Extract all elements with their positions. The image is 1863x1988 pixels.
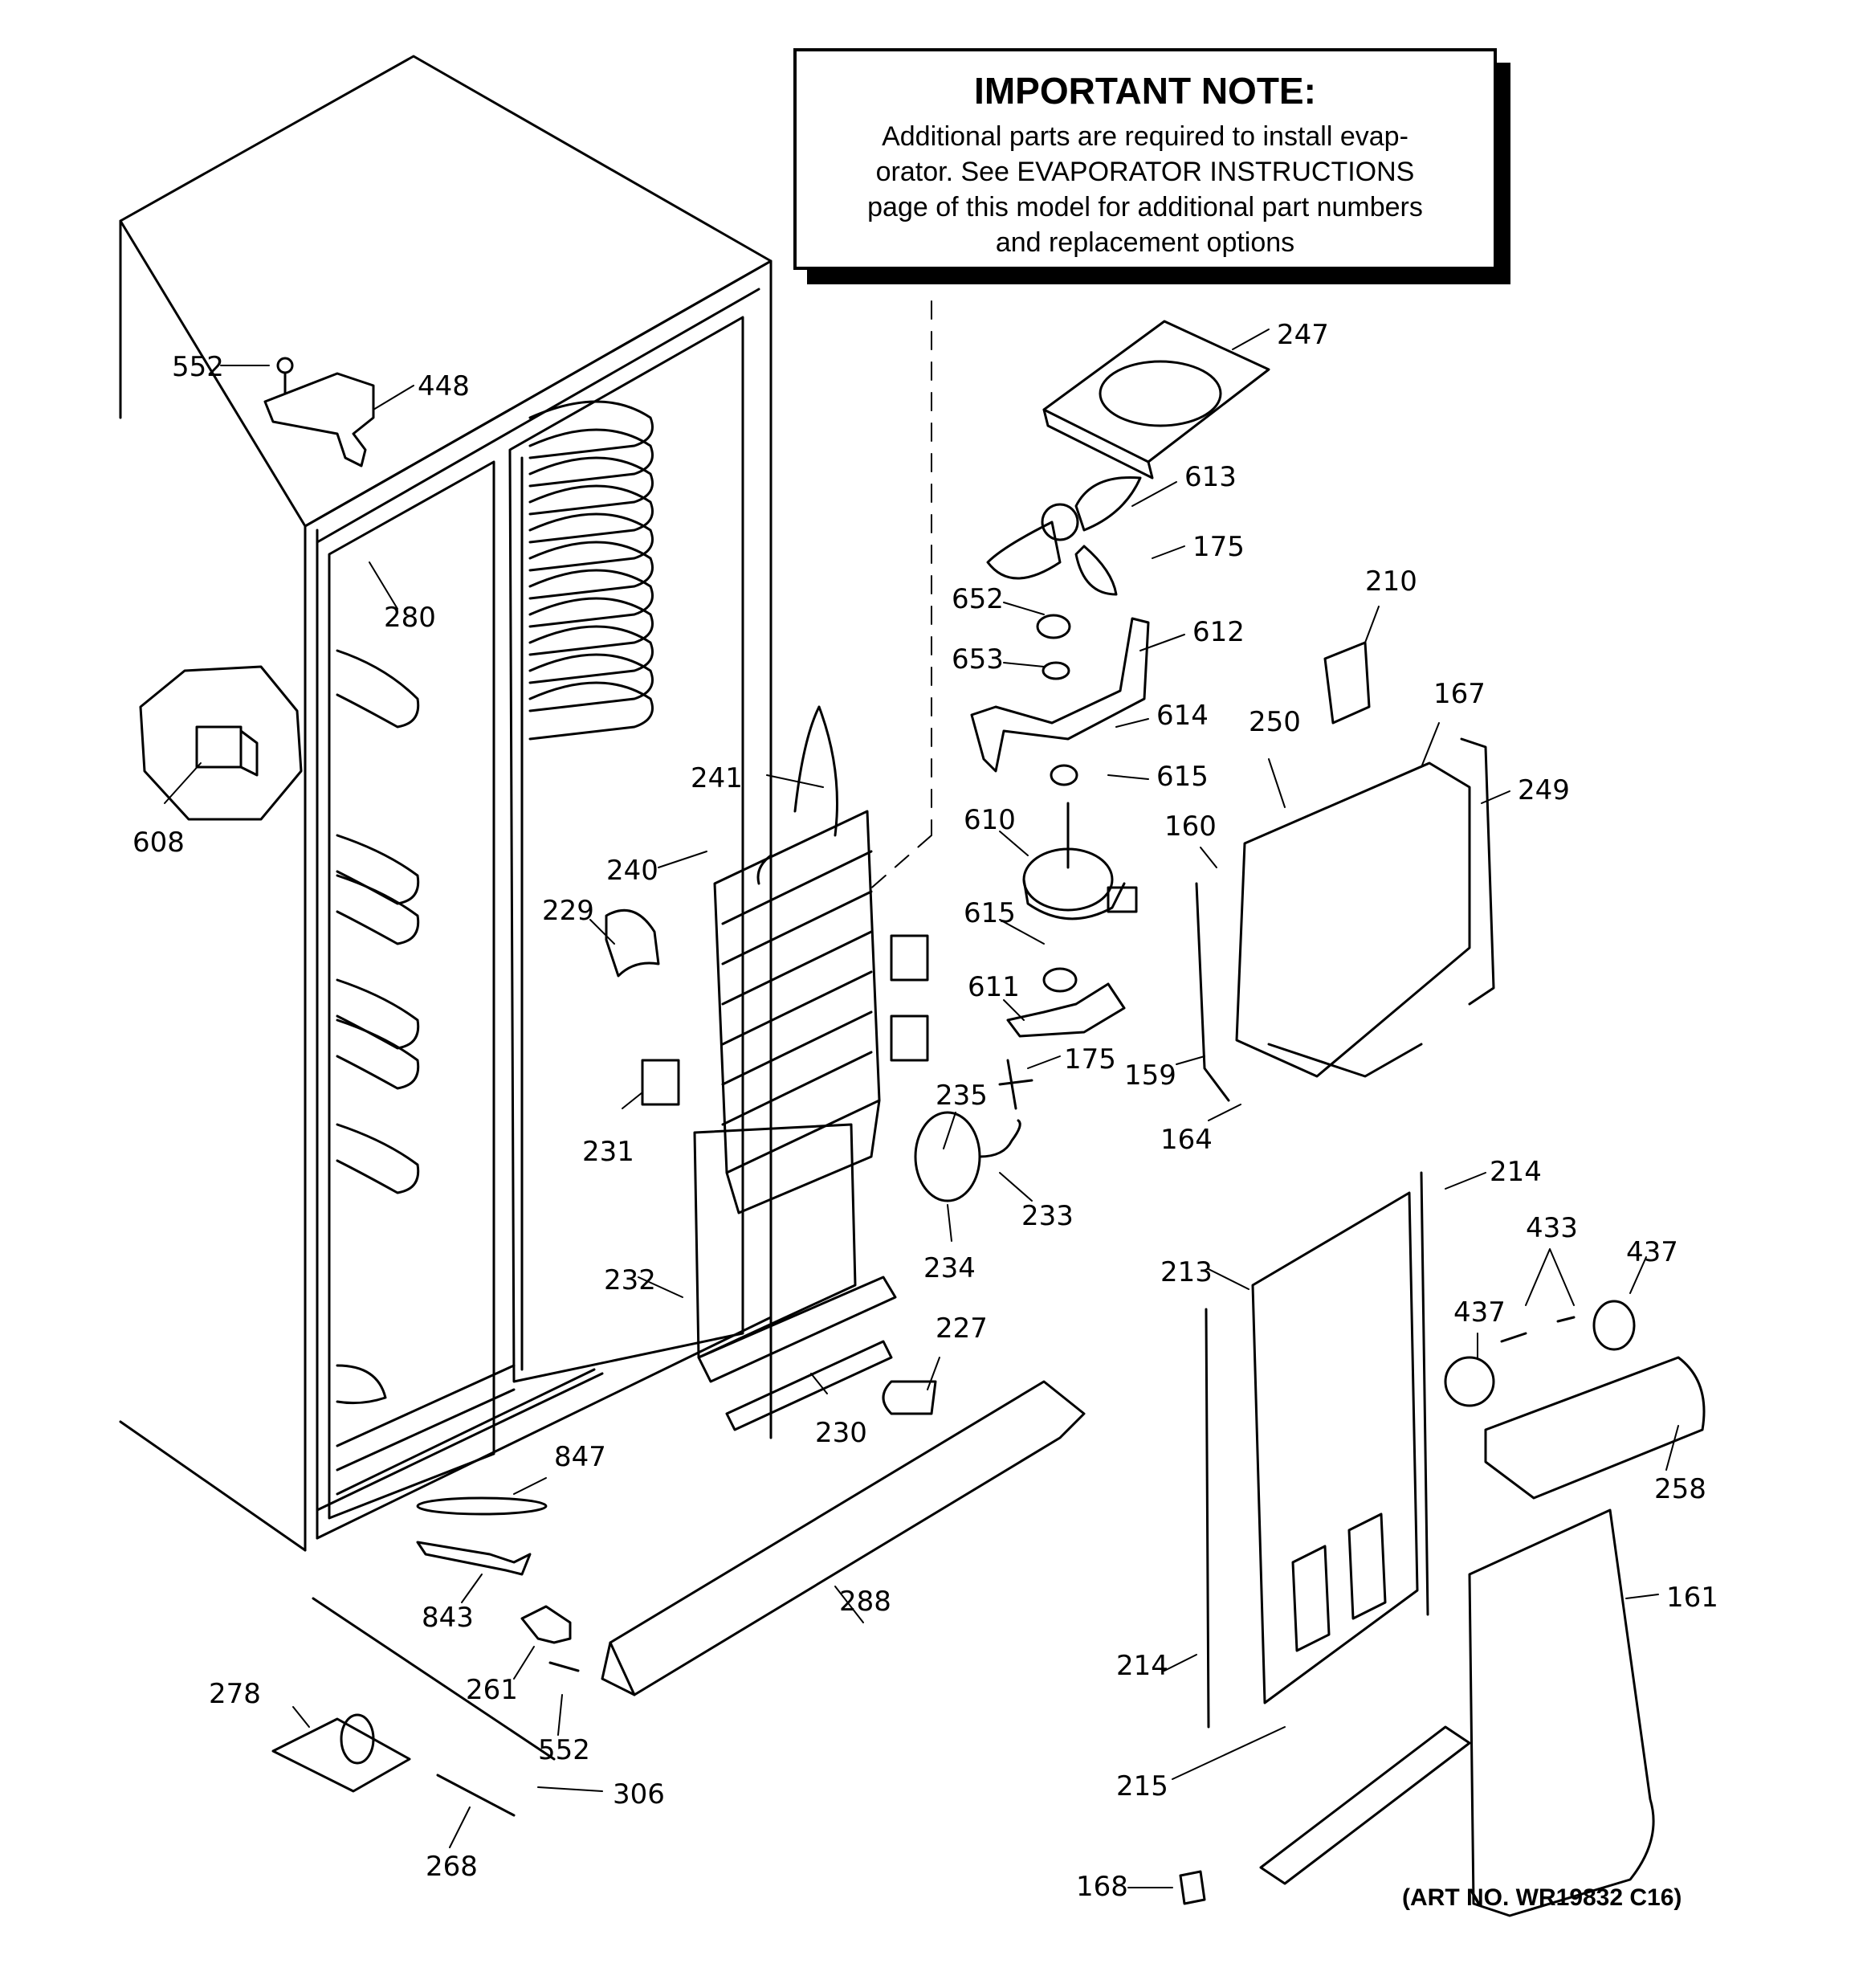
foam-blocks — [605, 908, 929, 1106]
evaporator-back-panel — [1205, 1171, 1429, 1729]
callout-164: 164 — [1160, 1124, 1213, 1156]
callout-leaders — [164, 300, 1679, 1888]
bottom-bracket — [520, 1605, 580, 1672]
switch-inset — [139, 665, 303, 821]
callout-615-lower: 615 — [964, 897, 1016, 929]
callout-552-top: 552 — [172, 351, 224, 383]
callout-437-right: 437 — [1626, 1236, 1678, 1268]
fan-shroud — [1042, 320, 1270, 480]
note-body: Additional parts are required to install… — [813, 119, 1478, 260]
callout-247: 247 — [1277, 319, 1329, 351]
callout-232: 232 — [604, 1264, 656, 1296]
mounting-strip — [1179, 1725, 1471, 1905]
refrigerator-cabinet — [119, 55, 773, 1552]
callout-433: 433 — [1526, 1212, 1578, 1244]
defrost-heater — [725, 1340, 937, 1431]
callout-611: 611 — [968, 971, 1020, 1003]
callout-175-top: 175 — [1192, 531, 1245, 563]
light-assembly — [1444, 1300, 1706, 1500]
callout-843: 843 — [422, 1602, 474, 1634]
callout-612: 612 — [1192, 616, 1245, 648]
evaporator-coil — [713, 705, 881, 1214]
callout-437-left: 437 — [1453, 1296, 1506, 1329]
drain-grille — [914, 1111, 1021, 1202]
callout-159: 159 — [1124, 1059, 1176, 1092]
important-note-box: IMPORTANT NOTE: Additional parts are req… — [793, 48, 1497, 270]
note-title: IMPORTANT NOTE: — [974, 70, 1316, 112]
callout-161: 161 — [1666, 1582, 1718, 1614]
callout-278: 278 — [209, 1678, 261, 1710]
drain-trough — [601, 1380, 1086, 1696]
callout-227: 227 — [936, 1312, 988, 1345]
fan-blade — [986, 476, 1142, 596]
door-closer-parts — [416, 1496, 548, 1576]
callout-261: 261 — [466, 1674, 518, 1706]
fan-motor-assembly — [970, 614, 1150, 1110]
callout-448: 448 — [418, 370, 470, 402]
top-hinge — [263, 357, 375, 467]
callout-613: 613 — [1184, 461, 1237, 493]
note-line-2: orator. See EVAPORATOR INSTRUCTIONS — [875, 157, 1415, 187]
callout-249: 249 — [1518, 774, 1570, 806]
callout-306: 306 — [613, 1778, 665, 1810]
callout-552-bottom: 552 — [538, 1734, 590, 1766]
callout-653: 653 — [952, 643, 1004, 676]
art-number: (ART NO. WR19832 C16) — [1402, 1884, 1682, 1911]
callout-288: 288 — [839, 1586, 891, 1618]
callout-652: 652 — [952, 583, 1004, 615]
callout-160: 160 — [1164, 810, 1217, 843]
air-duct-assembly — [1195, 641, 1495, 1102]
evaporator-cover — [693, 1123, 897, 1383]
callout-280: 280 — [384, 602, 436, 634]
bottom-hinge-assembly — [271, 1597, 556, 1817]
callout-labels: 552 448 280 608 247 613 175 652 612 653 … — [132, 319, 1718, 1903]
callout-608: 608 — [132, 827, 185, 859]
callout-230: 230 — [815, 1417, 867, 1449]
callout-213: 213 — [1160, 1256, 1213, 1288]
note-line-3: page of this model for additional part n… — [867, 192, 1423, 222]
callout-241: 241 — [691, 762, 743, 794]
callout-234: 234 — [923, 1252, 976, 1284]
callout-615-upper: 615 — [1156, 761, 1209, 793]
callout-240: 240 — [606, 855, 658, 887]
callout-210: 210 — [1365, 565, 1417, 598]
callout-268: 268 — [426, 1851, 478, 1883]
note-line-1: Additional parts are required to install… — [882, 121, 1408, 152]
callout-847: 847 — [554, 1441, 606, 1473]
callout-235: 235 — [936, 1080, 988, 1112]
callout-214-bottom: 214 — [1116, 1650, 1168, 1682]
note-line-4: and replacement options — [995, 227, 1295, 258]
callout-233: 233 — [1021, 1200, 1074, 1232]
dispenser-cover — [1468, 1508, 1655, 1917]
callout-167: 167 — [1433, 678, 1486, 710]
callout-250: 250 — [1249, 706, 1301, 738]
callout-610: 610 — [964, 804, 1016, 836]
callout-258: 258 — [1654, 1473, 1706, 1505]
callout-614: 614 — [1156, 700, 1209, 732]
callout-231: 231 — [582, 1136, 634, 1168]
callout-229: 229 — [542, 895, 594, 927]
callout-214-top: 214 — [1490, 1156, 1542, 1188]
callout-215: 215 — [1116, 1770, 1168, 1802]
callout-168: 168 — [1076, 1871, 1128, 1903]
callout-175-bottom: 175 — [1064, 1043, 1116, 1076]
